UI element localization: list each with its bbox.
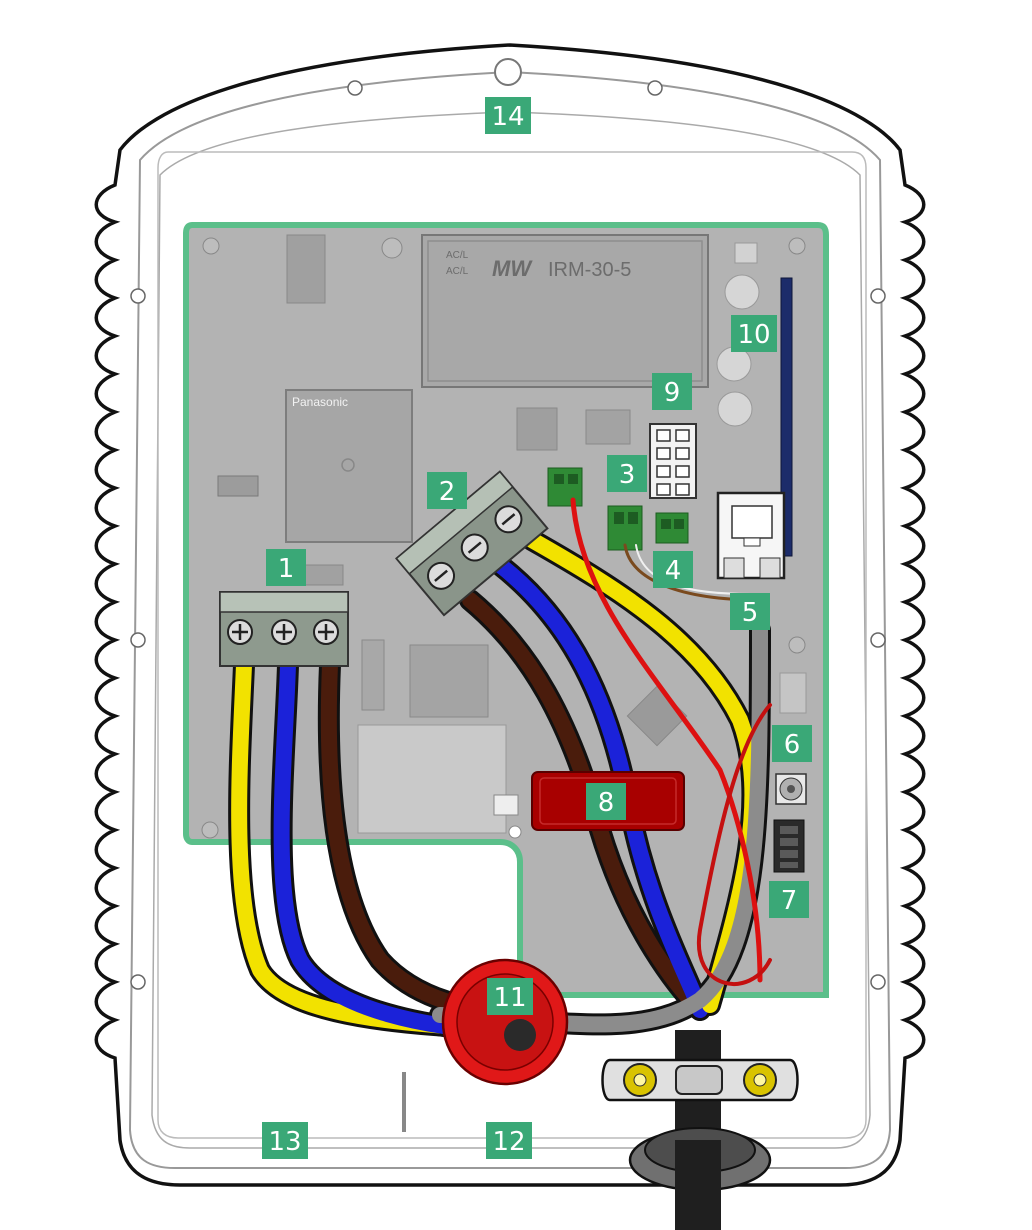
relay-brand-label: Panasonic xyxy=(292,395,348,409)
callout-2: 2 xyxy=(427,472,467,509)
mounting-hole-top xyxy=(494,58,522,86)
callout-7: 7 xyxy=(769,881,809,918)
callout-13: 13 xyxy=(262,1122,308,1159)
red-wire-signal xyxy=(570,497,763,983)
callout-6: 6 xyxy=(772,725,812,762)
callout-5-label: 5 xyxy=(742,598,759,628)
cable-entry-bottom xyxy=(601,1030,799,1230)
green-terminal-3 xyxy=(607,505,643,551)
callout-2-label: 2 xyxy=(439,477,456,507)
earth-wire-yellow-right xyxy=(524,532,761,1013)
callout-14-label: 14 xyxy=(491,102,524,132)
callout-7-label: 7 xyxy=(781,886,798,916)
callout-5: 5 xyxy=(730,593,770,630)
panasonic-relay xyxy=(285,389,413,543)
power-logo: MW xyxy=(492,256,533,281)
callout-12: 12 xyxy=(486,1122,532,1159)
callout-8-label: 8 xyxy=(598,788,615,818)
capacitor xyxy=(716,346,752,382)
callout-8: 8 xyxy=(586,783,626,820)
green-terminal-top xyxy=(547,467,583,507)
pin-header xyxy=(649,423,697,499)
terminal-block-2 xyxy=(395,470,549,617)
callout-3: 3 xyxy=(607,455,647,492)
red-wire-loop xyxy=(696,703,772,986)
callout-10-label: 10 xyxy=(737,320,770,350)
callout-10: 10 xyxy=(731,315,777,352)
pcb-board: MW IRM-30-5 AC/L AC/L Panasonic xyxy=(183,222,829,998)
rj45-port xyxy=(716,491,786,580)
callout-14: 14 xyxy=(485,97,531,134)
callout-13-label: 13 xyxy=(268,1127,301,1157)
ac-label-1: AC/L xyxy=(446,250,469,261)
callout-4: 4 xyxy=(653,551,693,588)
enclosure-gasket xyxy=(157,151,867,1139)
callout-12-label: 12 xyxy=(492,1127,525,1157)
green-terminal-4 xyxy=(655,512,689,544)
callout-11-label: 11 xyxy=(493,983,526,1013)
enclosure-inner-rim xyxy=(128,70,892,1169)
power-module-label: IRM-30-5 xyxy=(548,259,631,281)
blue-ribbon-connector xyxy=(780,277,793,557)
dip-switch xyxy=(773,819,805,873)
rotary-switch xyxy=(775,773,807,805)
neutral-wire-blue-left xyxy=(273,657,528,1040)
power-supply-module xyxy=(421,234,709,388)
callout-9-label: 9 xyxy=(664,378,681,408)
capacitor xyxy=(717,391,753,427)
callout-6-label: 6 xyxy=(784,730,801,760)
callout-1: 1 xyxy=(266,549,306,586)
terminal-block-1 xyxy=(219,591,349,667)
enclosure-screws xyxy=(130,80,886,990)
ac-label-2: AC/L xyxy=(446,266,469,277)
callout-1-label: 1 xyxy=(278,554,295,584)
callout-9: 9 xyxy=(652,373,692,410)
callout-3-label: 3 xyxy=(619,460,636,490)
callout-4-label: 4 xyxy=(665,556,682,586)
capacitor xyxy=(724,274,760,310)
callouts: 1 2 3 4 5 6 7 8 xyxy=(262,97,812,1159)
callout-11: 11 xyxy=(487,978,533,1015)
